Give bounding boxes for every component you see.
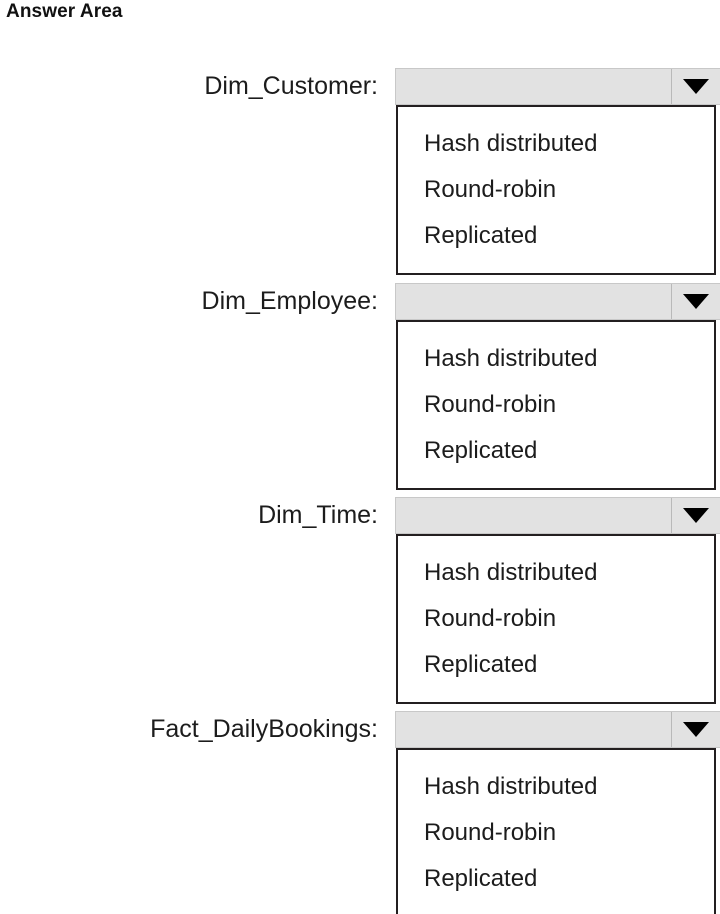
dropdown-value-dim-employee[interactable] xyxy=(396,284,671,319)
list-item[interactable]: Hash distributed xyxy=(424,773,598,800)
list-item[interactable]: Round-robin xyxy=(424,391,557,418)
dropdown-options-dim-customer[interactable]: Hash distributed Round-robin Replicated xyxy=(396,105,716,275)
list-item[interactable]: Round-robin xyxy=(424,819,557,846)
dropdown-value-dim-customer[interactable] xyxy=(396,69,671,104)
dropdown-options-dim-employee[interactable]: Hash distributed Round-robin Replicated xyxy=(396,320,716,490)
list-item[interactable]: Hash distributed xyxy=(424,130,598,157)
dropdown-dim-employee[interactable] xyxy=(395,283,720,320)
list-item[interactable]: Replicated xyxy=(424,222,538,249)
chevron-down-glyph xyxy=(683,79,709,94)
row-label-dim-time: Dim_Time: xyxy=(258,501,378,529)
chevron-down-icon[interactable] xyxy=(671,69,720,104)
chevron-down-glyph xyxy=(683,722,709,737)
chevron-down-icon[interactable] xyxy=(671,284,720,319)
chevron-down-icon[interactable] xyxy=(671,712,720,747)
list-item[interactable]: Replicated xyxy=(424,651,538,678)
list-item[interactable]: Replicated xyxy=(424,865,538,892)
page-title: Answer Area xyxy=(6,1,123,22)
list-item[interactable]: Round-robin xyxy=(424,605,557,632)
dropdown-value-fact-dailybookings[interactable] xyxy=(396,712,671,747)
list-item[interactable]: Hash distributed xyxy=(424,559,598,586)
dropdown-fact-dailybookings[interactable] xyxy=(395,711,720,748)
list-item[interactable]: Round-robin xyxy=(424,176,557,203)
dropdown-dim-time[interactable] xyxy=(395,497,720,534)
chevron-down-glyph xyxy=(683,294,709,309)
dropdown-dim-customer[interactable] xyxy=(395,68,720,105)
dropdown-value-dim-time[interactable] xyxy=(396,498,671,533)
row-label-dim-customer: Dim_Customer: xyxy=(204,72,378,100)
dropdown-options-fact-dailybookings[interactable]: Hash distributed Round-robin Replicated xyxy=(396,748,716,914)
chevron-down-icon[interactable] xyxy=(671,498,720,533)
row-label-dim-employee: Dim_Employee: xyxy=(201,287,378,315)
row-label-fact-dailybookings: Fact_DailyBookings: xyxy=(150,715,378,743)
list-item[interactable]: Hash distributed xyxy=(424,345,598,372)
dropdown-options-dim-time[interactable]: Hash distributed Round-robin Replicated xyxy=(396,534,716,704)
chevron-down-glyph xyxy=(683,508,709,523)
list-item[interactable]: Replicated xyxy=(424,437,538,464)
